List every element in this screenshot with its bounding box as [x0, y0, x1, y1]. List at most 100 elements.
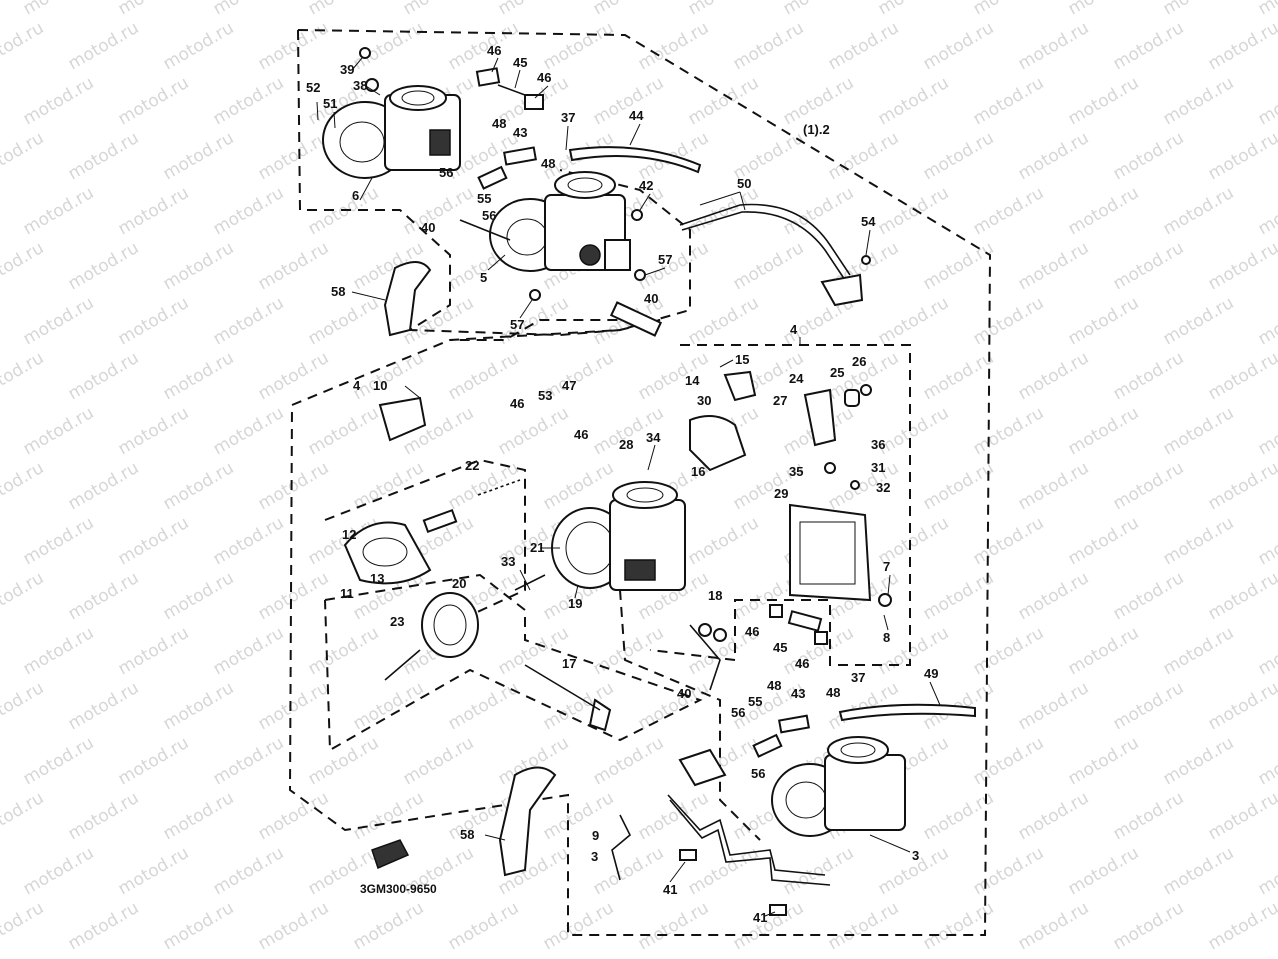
watermark-text: motod.ru — [1065, 513, 1143, 569]
watermark-text: motod.ru — [875, 0, 953, 19]
callout-48: 48 — [826, 685, 840, 700]
watermark-text: motod.ru — [0, 788, 47, 844]
watermark-text: motod.ru — [0, 678, 47, 734]
watermark-text: motod.ru — [305, 183, 383, 239]
watermark-text: motod.ru — [65, 128, 143, 184]
callout-28: 28 — [619, 437, 633, 452]
callout-16: 16 — [691, 464, 705, 479]
watermark-text: motod.ru — [160, 128, 238, 184]
watermark-text: motod.ru — [495, 293, 573, 349]
watermark-text: motod.ru — [210, 843, 288, 899]
watermark-text: motod.ru — [0, 73, 2, 129]
watermark-text: motod.ru — [210, 183, 288, 239]
watermark-text: motod.ru — [920, 18, 998, 74]
watermark-text: motod.ru — [20, 403, 98, 459]
watermark-text: motod.ru — [65, 898, 143, 954]
watermark-text: motod.ru — [1160, 403, 1238, 459]
watermark-text: motod.ru — [730, 238, 808, 294]
watermark-text: motod.ru — [160, 898, 238, 954]
callout-54: 54 — [861, 214, 876, 229]
watermark-text: motod.ru — [210, 733, 288, 789]
watermark-text: motod.ru — [0, 348, 47, 404]
watermark-text: motod.ru — [255, 678, 333, 734]
watermark-text: motod.ru — [495, 403, 573, 459]
watermark-text: motod.ru — [0, 293, 2, 349]
callout-57: 57 — [510, 317, 524, 332]
watermark-text: motod.ru — [65, 348, 143, 404]
watermark-text: motod.ru — [0, 568, 47, 624]
watermark-text: motod.ru — [825, 898, 903, 954]
callout-12: 12 — [342, 527, 356, 542]
watermark-text: motod.ru — [1160, 733, 1238, 789]
outline-group-4 — [649, 344, 911, 666]
watermark-text: motod.ru — [210, 0, 288, 19]
callout-46: 46 — [487, 43, 501, 58]
carburetor-top-left — [322, 47, 461, 179]
watermark-text: motod.ru — [635, 898, 713, 954]
watermark-text: motod.ru — [20, 733, 98, 789]
watermark-text: motod.ru — [970, 733, 1048, 789]
watermark-text: motod.ru — [0, 18, 47, 74]
watermark-text: motod.ru — [1015, 898, 1093, 954]
watermark-text: motod.ru — [1015, 678, 1093, 734]
watermark-text: motod.ru — [540, 18, 618, 74]
watermark-text: motod.ru — [1205, 128, 1278, 184]
watermark-text: motod.ru — [920, 568, 998, 624]
callout-52: 52 — [306, 80, 320, 95]
watermark-text: motod.ru — [1065, 0, 1143, 19]
watermark-text: motod.ru — [0, 623, 2, 679]
watermark-text: motod.ru — [210, 403, 288, 459]
watermark-text: motod.ru — [65, 788, 143, 844]
watermark-text: motod.ru — [685, 293, 763, 349]
watermark-text: motod.ru — [685, 513, 763, 569]
callout-38: 38 — [353, 78, 367, 93]
watermark-text: motod.ru — [255, 568, 333, 624]
watermark-text: motod.ru — [970, 293, 1048, 349]
watermark-text: motod.ru — [1255, 73, 1278, 129]
watermark-text: motod.ru — [1015, 788, 1093, 844]
watermark-text: motod.ru — [305, 623, 383, 679]
watermark-text: motod.ru — [540, 458, 618, 514]
watermark-text: motod.ru — [305, 293, 383, 349]
watermark-text: motod.ru — [350, 898, 428, 954]
callout-34: 34 — [646, 430, 661, 445]
callout-56: 56 — [482, 208, 496, 223]
watermark-text: motod.ru — [400, 733, 478, 789]
watermark-text: motod.ru — [590, 843, 668, 899]
watermark-text: motod.ru — [970, 403, 1048, 459]
watermark-text: motod.ru — [445, 18, 523, 74]
watermark-text: motod.ru — [0, 458, 47, 514]
callout-17: 17 — [562, 656, 576, 671]
watermark-text: motod.ru — [1160, 183, 1238, 239]
callout-27: 27 — [773, 393, 787, 408]
watermark-text: motod.ru — [65, 238, 143, 294]
callout-56: 56 — [731, 705, 745, 720]
watermark-text: motod.ru — [590, 733, 668, 789]
watermark-text: motod.ru — [920, 348, 998, 404]
watermark-text: motod.ru — [115, 623, 193, 679]
watermark-text: motod.ru — [1110, 458, 1188, 514]
watermark-text: motod.ru — [590, 623, 668, 679]
watermark-text: motod.ru — [160, 238, 238, 294]
watermark-text: motod.ru — [1255, 733, 1278, 789]
watermark-text: motod.ru — [160, 678, 238, 734]
callout-13: 13 — [370, 571, 384, 586]
watermark-text: motod.ru — [65, 458, 143, 514]
callout-48: 48 — [492, 116, 506, 131]
carburetor-bottom-right — [771, 703, 976, 837]
watermark-text: motod.ru — [160, 18, 238, 74]
callout-43: 43 — [791, 686, 805, 701]
diaphragm-parts — [343, 479, 546, 681]
watermark-text: motod.ru — [115, 0, 193, 19]
watermark-text: motod.ru — [825, 458, 903, 514]
watermark-text: motod.ru — [825, 18, 903, 74]
watermark-text: motod.ru — [685, 0, 763, 19]
watermark-text: motod.ru — [1205, 348, 1278, 404]
watermark-text: motod.ru — [1015, 458, 1093, 514]
callout-8: 8 — [883, 630, 890, 645]
watermark-text: motod.ru — [1110, 898, 1188, 954]
watermark-text: motod.ru — [1205, 458, 1278, 514]
callout-50: 50 — [737, 176, 751, 191]
watermark-text: motod.ru — [1015, 348, 1093, 404]
watermark-text: motod.ru — [1160, 513, 1238, 569]
